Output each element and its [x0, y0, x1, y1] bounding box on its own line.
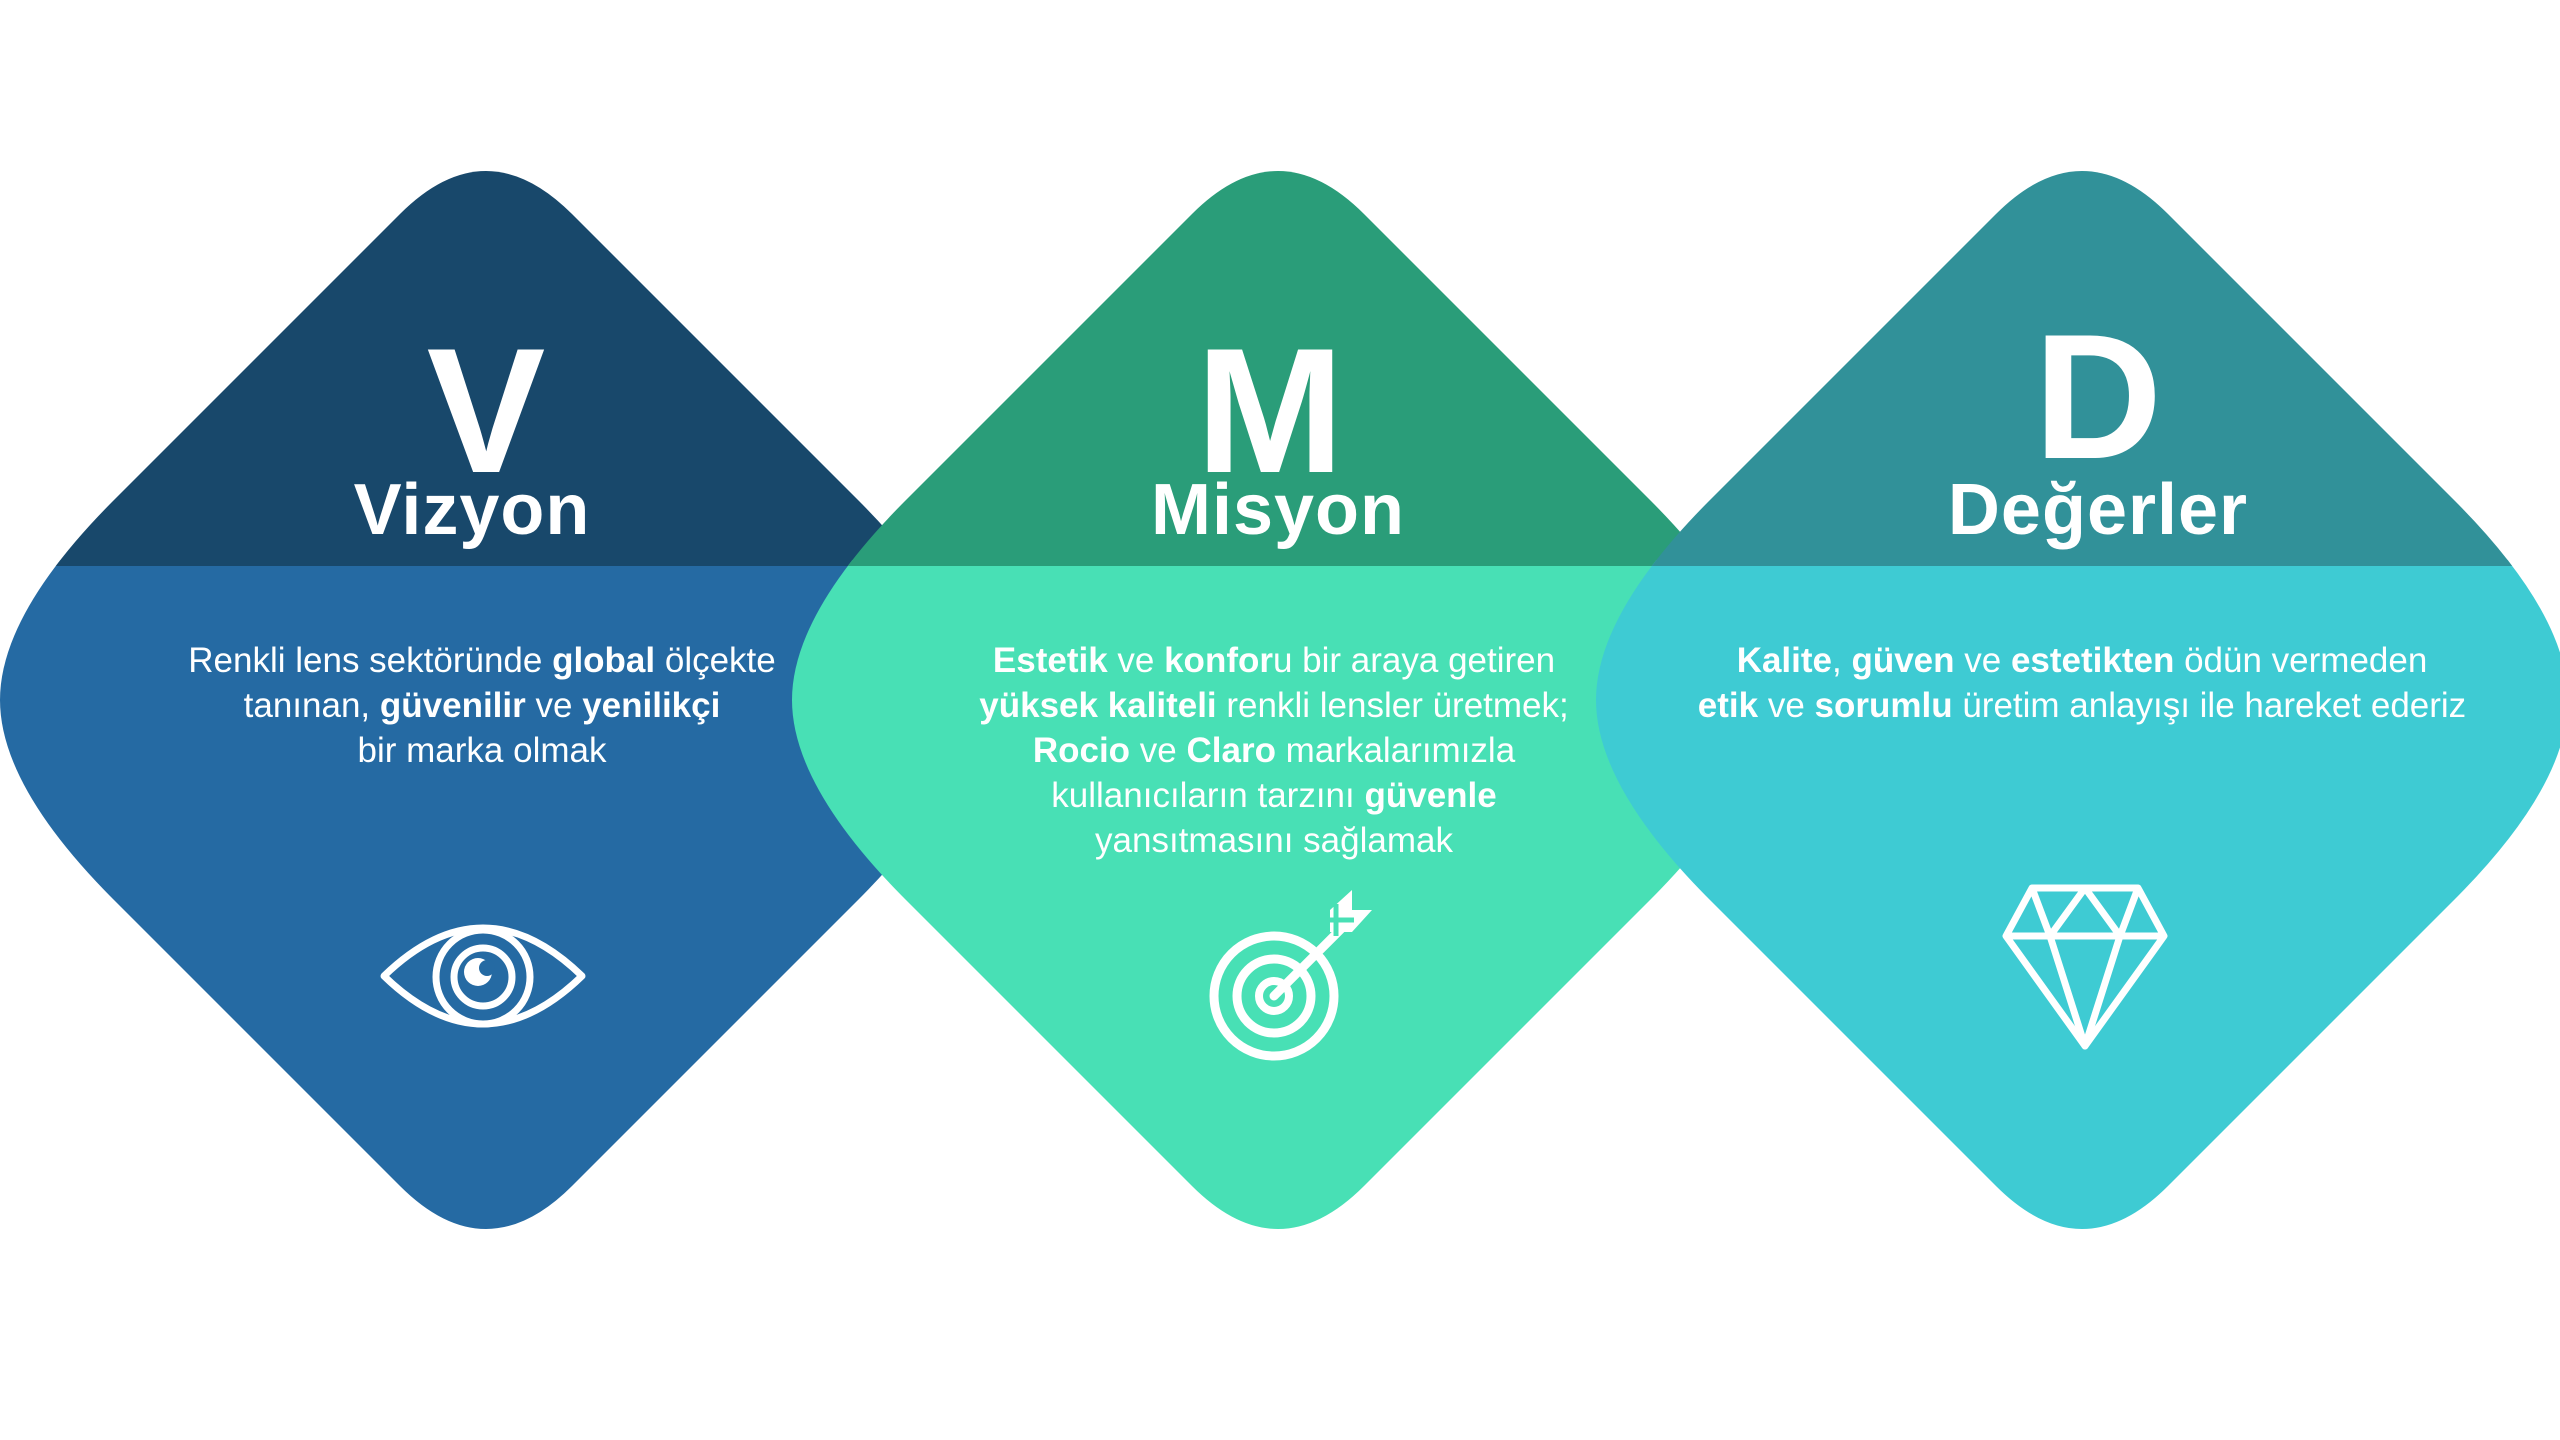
values-card: [1596, 171, 2560, 1229]
values-card-lower: [1596, 560, 2560, 1229]
vision-card-upper: [0, 171, 972, 566]
values-card-upper: [1596, 171, 2560, 566]
